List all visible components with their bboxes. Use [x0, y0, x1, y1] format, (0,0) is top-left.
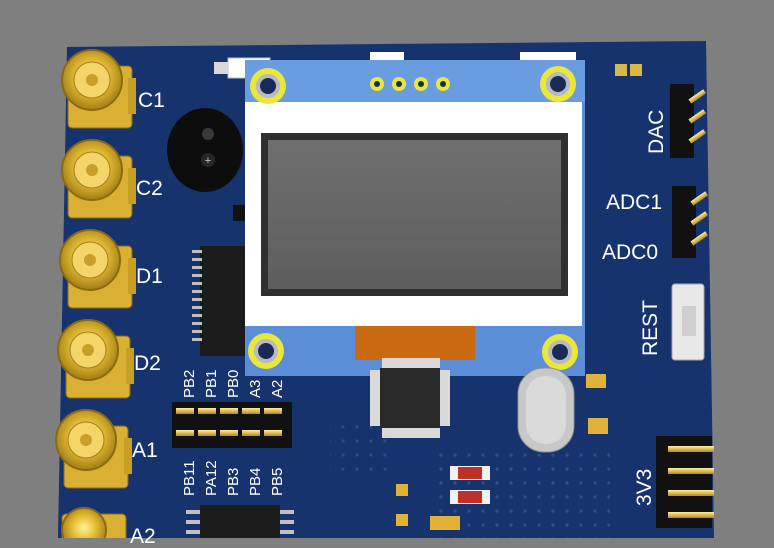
label-pb0: PB0: [225, 369, 242, 398]
label-adc1: ADC1: [606, 191, 663, 214]
pin-header-icon: [172, 402, 292, 448]
label-pb4: PB4: [247, 467, 264, 496]
sma-connector-icon: [59, 229, 136, 309]
label-a2: A2: [130, 525, 156, 548]
label-a3: A3: [247, 379, 264, 398]
label-c1: C1: [138, 89, 165, 112]
label-dac: DAC: [645, 109, 668, 154]
sma-connector-icon: [55, 409, 132, 489]
mcu-chip-icon: [370, 358, 450, 438]
buzzer-icon: +: [167, 108, 243, 192]
label-pb2: PB2: [181, 369, 198, 398]
label-pb1: PB1: [203, 369, 220, 398]
label-3v3: 3V3: [633, 468, 656, 506]
oled-display-icon: [245, 60, 585, 376]
label-rest: REST: [639, 299, 662, 356]
pin-header-icon: [656, 436, 714, 528]
label-c2: C2: [136, 177, 163, 200]
sma-connector-icon: [61, 49, 136, 129]
sma-connector-icon: [57, 319, 134, 399]
sma-connector-icon: [61, 139, 136, 219]
label-adc0: ADC0: [602, 241, 659, 264]
pin-header-icon: [670, 84, 707, 158]
svg-text:+: +: [205, 155, 211, 167]
label-pb3: PB3: [225, 467, 242, 496]
tactile-switch-icon: [671, 283, 705, 361]
label-d1: D1: [136, 265, 163, 288]
label-a2-header: A2: [269, 379, 286, 398]
label-pb5: PB5: [269, 467, 286, 496]
crystal-icon: [517, 367, 575, 453]
label-pa12: PA12: [203, 460, 220, 496]
soic-chip-icon: [186, 505, 294, 545]
label-pb11: PB11: [181, 460, 198, 496]
pin-header-icon: [672, 186, 709, 258]
label-d2: D2: [134, 352, 161, 375]
label-a1: A1: [132, 439, 158, 462]
soic-chip-icon: [192, 246, 246, 356]
